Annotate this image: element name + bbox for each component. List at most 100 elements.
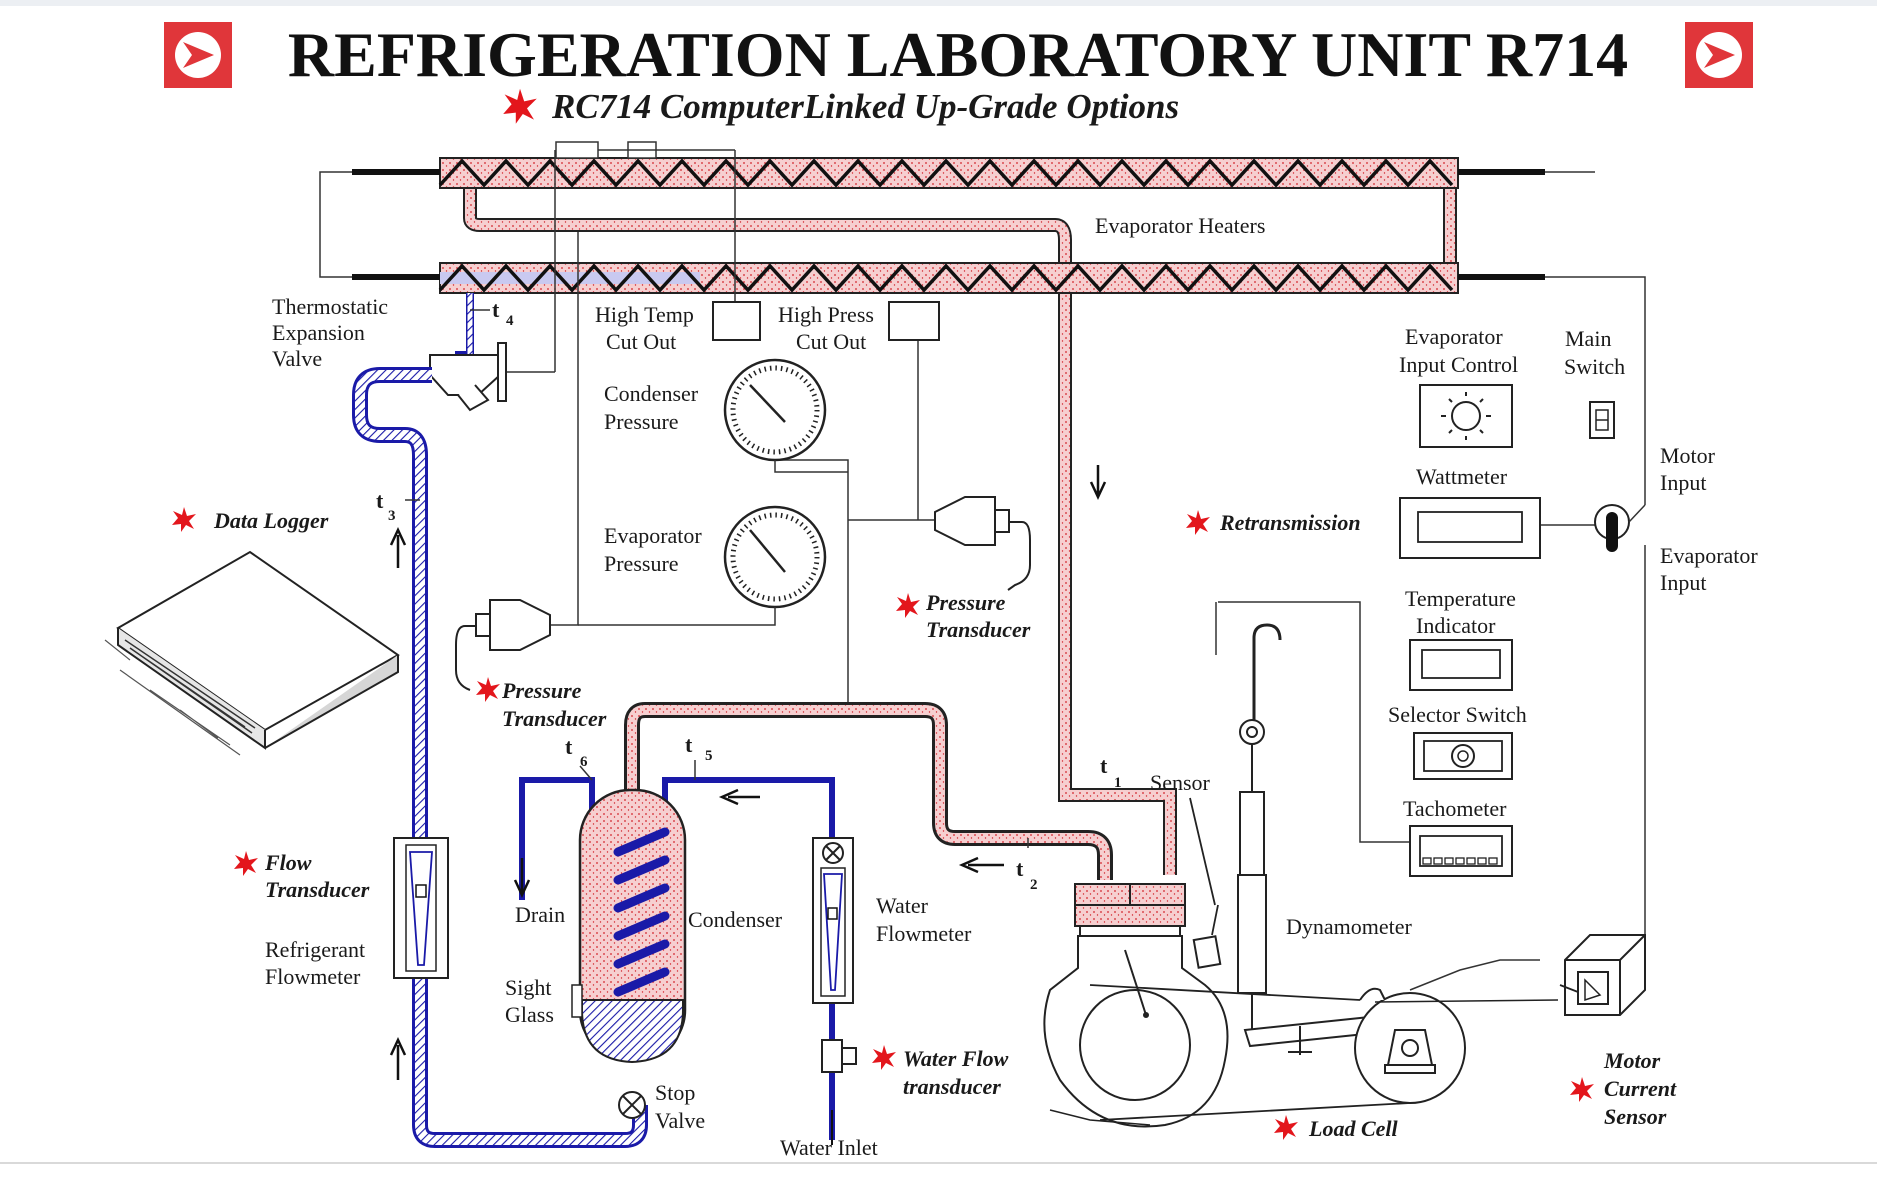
t3-marker: t 3 <box>376 488 420 568</box>
cond-pressure-label-2: Pressure <box>604 409 679 434</box>
high-temp-cutout-switch <box>712 301 761 341</box>
evap-input-control-label-2: Input Control <box>1399 352 1518 377</box>
load-cell-label: Load Cell <box>1308 1116 1398 1141</box>
main-switch[interactable] <box>1589 401 1615 439</box>
retransmission-star-icon <box>1186 510 1210 535</box>
evaporator-input-label-2: Input <box>1660 570 1706 595</box>
pressure-transducer-left <box>455 599 551 691</box>
control-wiring <box>500 150 1646 991</box>
top-strip <box>0 0 1877 6</box>
condenser-pressure-gauge <box>723 358 827 462</box>
wattmeter-label: Wattmeter <box>1416 464 1508 489</box>
data-logger-label: Data Logger <box>213 508 329 533</box>
water-flowmeter-label-2: Flowmeter <box>876 921 972 946</box>
main-switch-label-2: Switch <box>1564 354 1625 379</box>
flow-arrow-up <box>389 1037 407 1080</box>
discharge-line <box>624 702 1113 880</box>
motor-input-label-2: Input <box>1660 470 1706 495</box>
selector-switch[interactable] <box>1413 732 1513 780</box>
evap-input-control-knob[interactable] <box>1419 384 1513 448</box>
tachometer-display <box>1409 825 1513 877</box>
pressure-transducer-right <box>934 496 1031 591</box>
tev-label-3: Valve <box>272 346 322 371</box>
t3-label: t <box>376 488 384 513</box>
title-logo-right <box>1685 22 1753 88</box>
evaporator-input-label-1: Evaporator <box>1660 543 1758 568</box>
sight-glass-label-1: Sight <box>505 975 551 1000</box>
flow-transducer-star-icon <box>234 851 258 876</box>
condenser-vessel <box>571 788 687 1064</box>
drain-label: Drain <box>515 902 565 927</box>
page-title: REFRIGERATION LABORATORY UNIT R714 <box>288 19 1628 90</box>
motor-current-sensor-star-icon <box>1570 1077 1594 1102</box>
high-press-label-2: Cut Out <box>796 329 866 354</box>
evap-gauge-line <box>578 607 776 626</box>
high-press-label-1: High Press <box>778 302 874 327</box>
t2-label: t <box>1016 856 1024 881</box>
pressure-transducer-left-label-1: Pressure <box>501 678 582 703</box>
temp-indicator-label-1: Temperature <box>1405 586 1516 611</box>
temp-indicator-label-2: Indicator <box>1416 613 1496 638</box>
load-cell-star-icon <box>1274 1115 1298 1140</box>
refrigerant-flowmeter <box>393 837 449 979</box>
t3-sub: 3 <box>388 508 396 524</box>
pressure-transducer-right-label-1: Pressure <box>925 590 1006 615</box>
flow-transducer-label-2: Transducer <box>265 877 370 902</box>
evap-pressure-label-1: Evaporator <box>604 523 702 548</box>
retransmission-label: Retransmission <box>1219 510 1361 535</box>
water-flow-transducer-label-2: transducer <box>903 1074 1001 1099</box>
high-temp-label-2: Cut Out <box>606 329 676 354</box>
water-inlet-label: Water Inlet <box>780 1135 878 1160</box>
evap-pressure-label-2: Pressure <box>604 551 679 576</box>
selector-toggle[interactable] <box>1594 504 1646 552</box>
t5-marker: t 5 <box>685 732 713 780</box>
t1-label: t <box>1100 753 1108 778</box>
t5-sub: 5 <box>705 748 713 764</box>
t4-sub: 4 <box>506 313 514 329</box>
refrigerant-flowmeter-label-2: Flowmeter <box>265 964 361 989</box>
motor-current-sensor-label-1: Motor <box>1603 1048 1661 1073</box>
tev-line <box>455 293 474 359</box>
t6-marker: t 6 <box>565 734 593 781</box>
t6-label: t <box>565 734 573 759</box>
subtitle-star-icon <box>503 88 537 124</box>
water-flow-transducer-star-icon <box>872 1045 896 1070</box>
sight-glass-label-2: Glass <box>505 1002 554 1027</box>
compressor <box>1043 883 1229 1128</box>
motor-current-sensor-label-2: Current <box>1604 1076 1677 1101</box>
water-flowmeter <box>812 837 857 1073</box>
tev-label-2: Expansion <box>272 320 365 345</box>
tev-label-1: Thermostatic <box>272 294 388 319</box>
evaporator <box>319 141 1595 875</box>
motor-current-sensor-label-3: Sensor <box>1604 1104 1667 1129</box>
stop-valve-label-1: Stop <box>655 1080 695 1105</box>
data-logger-star-icon <box>172 507 196 532</box>
wattmeter-display <box>1399 497 1541 559</box>
water-flow-transducer-label-1: Water Flow <box>903 1046 1009 1071</box>
main-switch-label-1: Main <box>1565 326 1611 351</box>
refrigerant-flowmeter-label-1: Refrigerant <box>265 937 365 962</box>
tachometer-label: Tachometer <box>1403 796 1507 821</box>
data-logger-device <box>104 550 400 756</box>
temperature-indicator-display <box>1409 639 1513 691</box>
speed-sensor <box>1189 797 1222 969</box>
motor <box>1559 934 1646 1016</box>
high-temp-label-1: High Temp <box>595 302 694 327</box>
title-logo-left <box>164 22 232 88</box>
page-subtitle: RC714 ComputerLinked Up-Grade Options <box>551 87 1179 126</box>
pressure-transducer-right-star-icon <box>896 593 920 618</box>
dynamometer-label: Dynamometer <box>1286 914 1413 939</box>
t1-marker: t 1 <box>1089 465 1122 791</box>
stop-valve <box>618 1091 646 1119</box>
thermostatic-expansion-valve <box>429 342 507 412</box>
stop-valve-label-2: Valve <box>655 1108 705 1133</box>
pressure-transducer-left-star-icon <box>476 677 500 702</box>
evap-input-control-label-1: Evaporator <box>1405 324 1503 349</box>
t4-label: t <box>492 297 500 322</box>
water-flowmeter-label-1: Water <box>876 893 929 918</box>
selector-switch-label: Selector Switch <box>1388 702 1527 727</box>
t1-sub: 1 <box>1114 775 1122 791</box>
condenser-label: Condenser <box>688 907 783 932</box>
